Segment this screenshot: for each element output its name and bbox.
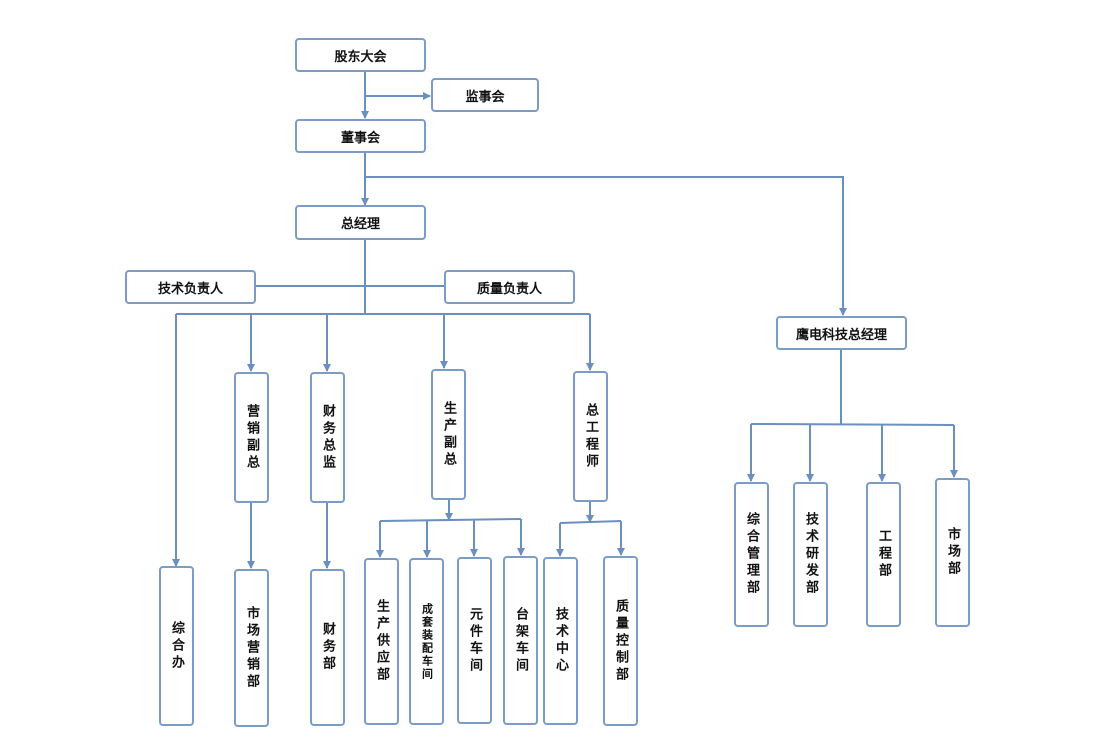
shareholders-box: 股东大会 — [295, 38, 426, 72]
quality-control-box: 质量控制部 — [603, 556, 638, 726]
general-office-box: 综合办 — [159, 566, 194, 726]
general-manager-box: 总经理 — [295, 205, 426, 240]
vp-production-box: 生产副总 — [431, 369, 466, 500]
connector — [750, 423, 955, 426]
component-workshop-box: 元件车间 — [457, 557, 492, 724]
tech-lead-box: 技术负责人 — [125, 270, 256, 304]
connector — [559, 520, 622, 524]
rnd-dept-box: 技术研发部 — [793, 482, 828, 627]
subsidiary-manager-box: 鹰电科技总经理 — [776, 316, 907, 350]
engineering-dept-box: 工程部 — [866, 482, 901, 627]
production-supply-box: 生产供应部 — [364, 558, 399, 725]
cfo-box: 财务总监 — [310, 372, 345, 503]
marketing-dept-box: 市场营销部 — [234, 569, 269, 727]
finance-dept-box: 财务部 — [310, 569, 345, 726]
connector — [379, 518, 522, 522]
connector — [365, 176, 847, 316]
vp-marketing-box: 营销副总 — [234, 372, 269, 503]
quality-lead-box: 质量负责人 — [444, 270, 575, 304]
chief-engineer-box: 总工程师 — [573, 371, 608, 502]
frame-workshop-box: 台架车间 — [503, 556, 538, 725]
market-dept-box: 市场部 — [935, 478, 970, 627]
assembly-workshop-box: 成套装配车间 — [409, 558, 444, 725]
supervisory-board-box: 监事会 — [431, 78, 539, 112]
board-box: 董事会 — [295, 119, 426, 153]
tech-center-box: 技术中心 — [543, 557, 578, 725]
admin-dept-box: 综合管理部 — [734, 482, 769, 627]
